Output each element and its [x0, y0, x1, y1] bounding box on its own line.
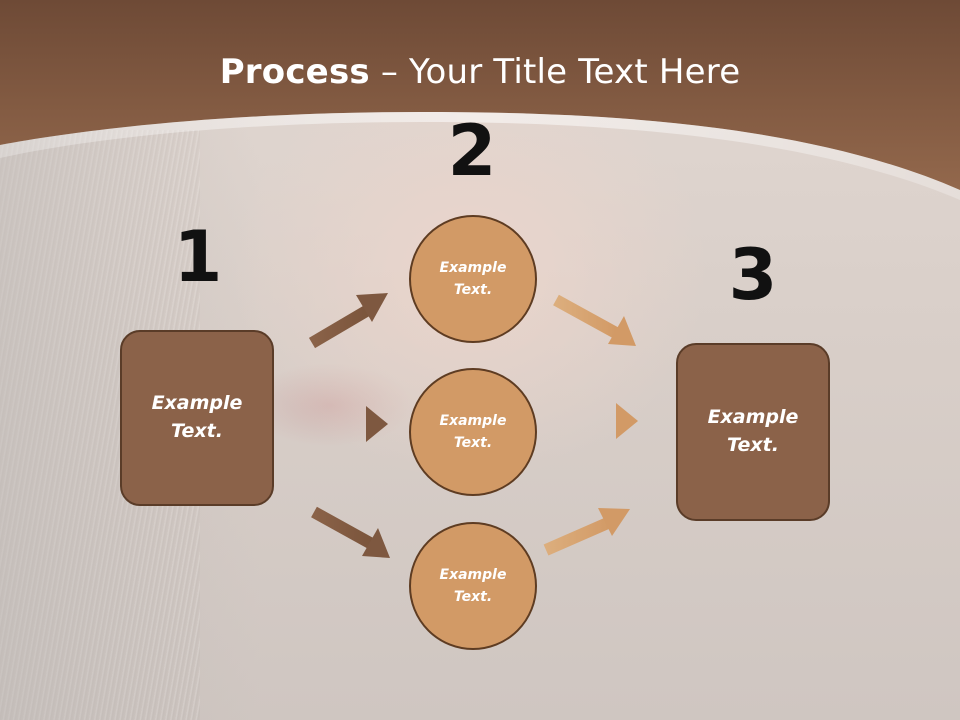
right-process-box: Example Text. — [676, 343, 830, 521]
arrow-left-to-bottom — [311, 506, 390, 558]
arrow-left-to-middle — [314, 406, 388, 442]
arrow-bottom-to-right — [543, 508, 630, 556]
step-number-2: 2 — [447, 110, 497, 192]
arrow-top-to-right — [553, 294, 636, 346]
circle-top-text: Example Text. — [439, 259, 507, 298]
circle-middle: Example Text. — [409, 368, 537, 496]
title-rest: – Your Title Text Here — [369, 52, 741, 92]
arrow-middle-to-right — [548, 403, 638, 439]
right-box-text: Example Text. — [707, 406, 799, 456]
arrow-left-to-top — [308, 293, 388, 349]
title-bold: Process — [219, 52, 370, 92]
header-band — [0, 0, 960, 200]
circle-bottom-text: Example Text. — [439, 566, 507, 605]
circle-middle-text: Example Text. — [439, 412, 507, 451]
circle-top: Example Text. — [409, 215, 537, 343]
circle-bottom: Example Text. — [409, 522, 537, 650]
step-number-3: 3 — [728, 234, 778, 316]
left-process-box: Example Text. — [120, 330, 274, 506]
slide-title: Process – Your Title Text Here — [0, 52, 960, 92]
step-number-1: 1 — [173, 216, 223, 298]
left-box-text: Example Text. — [151, 392, 243, 442]
